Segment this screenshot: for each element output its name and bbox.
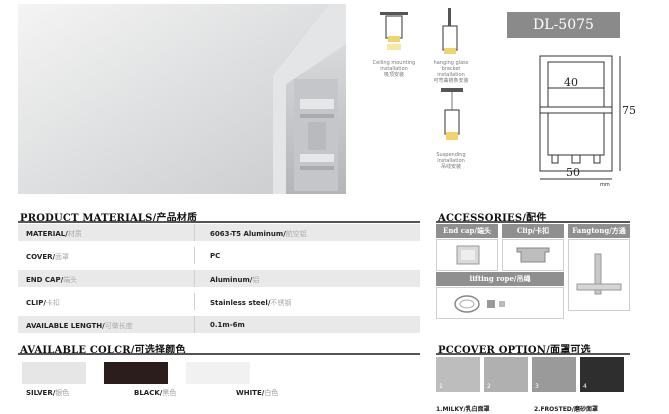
product-photo [18,4,346,194]
clip-icon [516,247,550,263]
row-key: AVAILABLE LENGTH/可做长度 [26,322,133,330]
row-value: PC [210,252,221,260]
colors-rule [18,353,420,355]
row-key: MATERIAL/材质 [26,230,82,238]
pccover-label-milky: 1.MILKY/乳白面罩 [436,406,490,413]
accessory-fangtong-header: Fangtong/方通 [568,224,630,238]
accessory-clip-box [502,239,564,271]
accessory-rope-box [436,287,564,319]
table-row: COVER/面罩 PC [18,247,420,264]
row-key: CLIP/卡扣 [26,299,60,307]
height-label: 75 [622,104,636,117]
accessories-title: ACCESSORIES/配件 [438,213,547,224]
row-value: 0.1m-6m [210,321,245,329]
end-cap-icon [456,245,480,265]
pccover-option-2[interactable]: 2 [484,357,528,392]
row-value: Stainless steel/不锈钢 [210,299,292,307]
color-label-black: BLACK/黑色 [134,389,177,397]
table-row: CLIP/卡扣 Stainless steel/不锈钢 [18,293,420,310]
unit-label: mm [600,182,610,188]
color-label-white: WHITE/白色 [236,389,279,397]
pccover-rule [436,353,630,355]
suspension-mount-icon [441,88,463,140]
accessory-fangtong-box [568,239,630,311]
accessory-endcap-header: End cap/端头 [436,224,498,238]
colors-title: AVAILABLE COLCR/可选择颜色 [20,345,186,356]
lifting-rope-icon [454,295,505,313]
table-row: END CAP/端头 Aluminum/铝 [18,270,420,287]
table-row: AVAILABLE LENGTH/可做长度 0.1m-6m [18,316,420,333]
color-label-silver: SILVER/银色 [26,389,70,397]
row-key: END CAP/端头 [26,276,78,284]
ceiling-mount-icon [380,12,408,50]
pccover-label-frosted: 2.FROSTED/磨砂面罩 [534,406,598,413]
color-swatch-silver[interactable] [22,362,86,384]
row-key: COVER/面罩 [26,253,70,261]
table-row: MATERIAL/材质 6063-T5 Aluminum/航空铝 [18,224,420,241]
color-swatch-black[interactable] [104,362,168,384]
pccover-title: PCCOVER OPTION/面罩可选 [438,345,591,356]
pccover-option-1[interactable]: 1 [436,357,480,392]
accessory-endcap-box [436,239,498,271]
accessories-rule [436,221,630,223]
color-swatch-white[interactable] [186,362,250,384]
materials-rule [18,221,420,223]
materials-title: PRODUCT MATERIALS/产品材质 [20,213,198,224]
pccover-option-4[interactable]: 4 [580,357,624,392]
outer-width-label: 50 [566,166,580,179]
model-badge: DL-5075 [507,12,620,38]
row-value: 6063-T5 Aluminum/航空铝 [210,230,307,238]
bracket-mount-icon [442,8,458,54]
cross-section-drawing: 40 75 50 mm [539,55,636,188]
row-value: Aluminum/铝 [210,276,260,284]
accessory-rope-header: lifting rope/吊绳 [436,272,564,286]
accessory-clip-header: Clip/卡扣 [502,224,564,238]
fangtong-icon [576,253,622,295]
inner-width-label: 40 [564,76,578,89]
pccover-option-3[interactable]: 3 [532,357,576,392]
